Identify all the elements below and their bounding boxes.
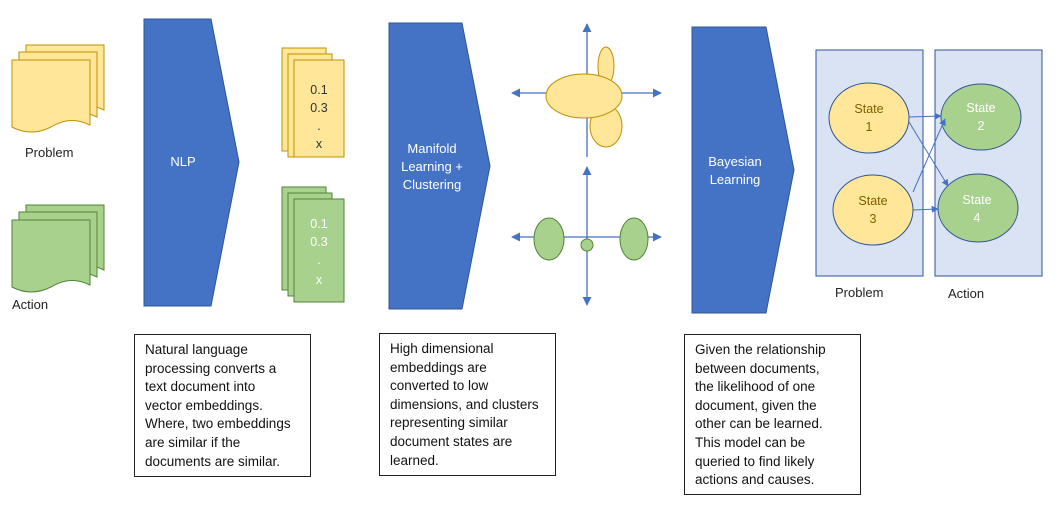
state-2-node — [940, 83, 1022, 151]
state-3-label: State — [858, 194, 887, 208]
cluster-blob — [619, 217, 649, 261]
green-vector-value: x — [316, 273, 323, 287]
state-3-number: 3 — [870, 212, 877, 226]
nlp-label: NLP — [170, 154, 195, 169]
problem-document-label: Problem — [25, 145, 74, 160]
manifold-label-line1: Manifold — [407, 141, 456, 156]
bayesian-label-line2: Learning — [710, 172, 761, 187]
bayesian-arrow-shape — [691, 26, 795, 314]
nlp-arrow-shape — [143, 18, 240, 307]
state-1-label: State — [854, 102, 883, 116]
action-panel-label: Action — [948, 286, 985, 301]
green-vector-stack — [281, 186, 345, 303]
state-1-node — [828, 82, 910, 154]
cluster-blob — [580, 238, 594, 252]
state-2-label: State — [966, 101, 995, 115]
action-document-stack — [11, 204, 105, 293]
state-2-number: 2 — [978, 119, 985, 133]
yellow-vector-stack — [281, 47, 345, 158]
top-cluster-plot — [511, 23, 662, 157]
green-vector-value: . — [317, 253, 320, 267]
green-vector-value: 0.3 — [310, 235, 327, 249]
state-4-number: 4 — [974, 211, 981, 225]
yellow-vector-value: . — [317, 119, 320, 133]
state-4-node — [937, 173, 1019, 243]
bayesian-description-box: Given the relationship between documents… — [684, 334, 861, 495]
manifold-arrow-shape — [388, 22, 491, 310]
cluster-blob — [545, 73, 623, 119]
problem-panel-label: Problem — [835, 285, 884, 300]
yellow-vector-value: 0.1 — [310, 83, 327, 97]
manifold-label-line3: Clustering — [403, 177, 462, 192]
problem-document-stack — [11, 44, 105, 133]
bayesian-label-line1: Bayesian — [708, 154, 761, 169]
bottom-cluster-plot — [511, 166, 662, 306]
action-panel — [934, 49, 1043, 277]
yellow-vector-value: 0.3 — [310, 101, 327, 115]
nlp-description-box: Natural language processing converts a t… — [134, 334, 311, 477]
manifold-description-box: High dimensional embeddings are converte… — [379, 333, 556, 476]
yellow-vector-value: x — [316, 137, 323, 151]
state-3-node — [832, 174, 914, 246]
manifold-label-line2: Learning + — [401, 159, 463, 174]
cluster-blob — [533, 217, 565, 261]
state-1-number: 1 — [866, 120, 873, 134]
state-transition-edges — [908, 112, 949, 213]
green-vector-value: 0.1 — [310, 217, 327, 231]
state-4-label: State — [962, 193, 991, 207]
action-document-label: Action — [12, 297, 49, 312]
